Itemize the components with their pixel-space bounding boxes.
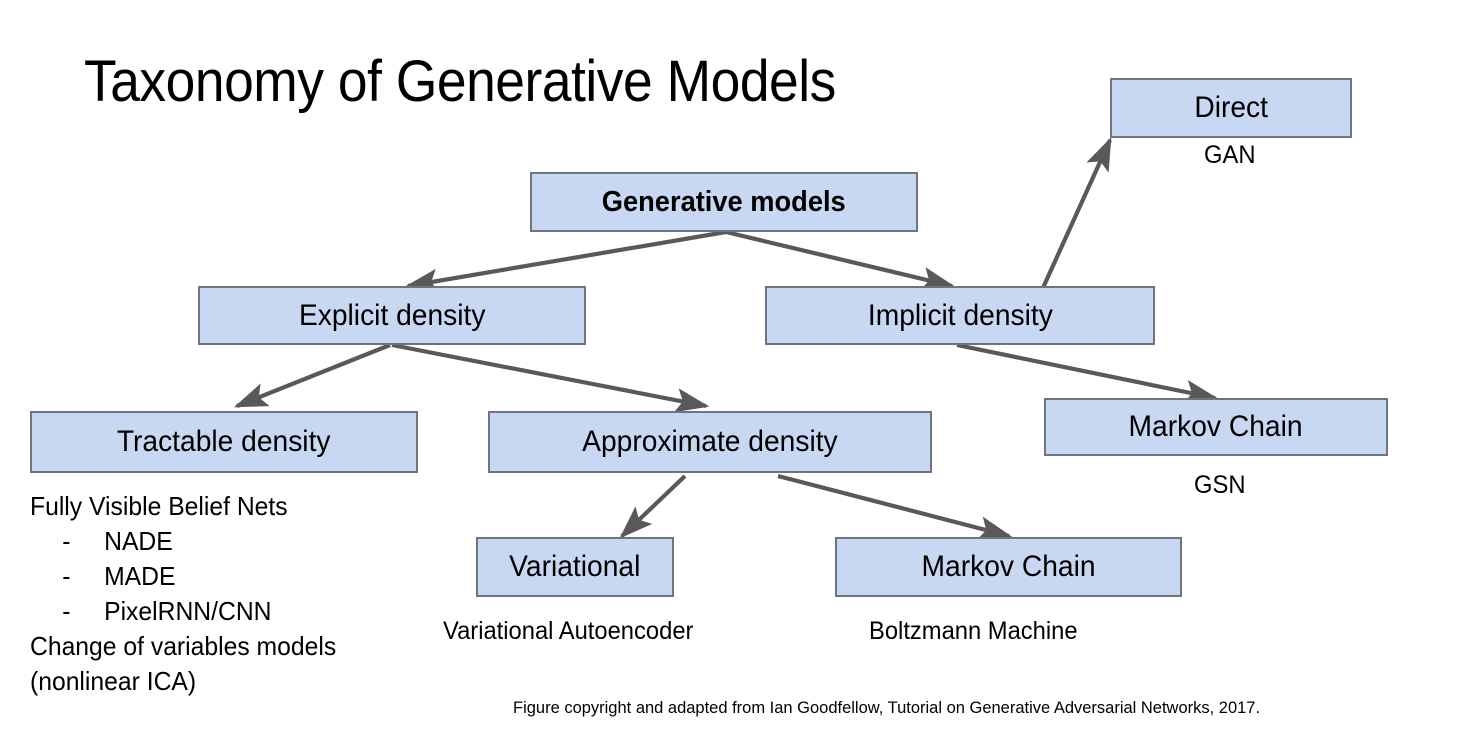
node-variational-label: Variational <box>509 550 641 583</box>
node-approximate-density-label: Approximate density <box>582 425 838 458</box>
node-explicit-density-label: Explicit density <box>298 298 486 332</box>
list-item: - NADE <box>30 524 336 559</box>
edge-implicit-to-markov <box>956 342 1219 404</box>
list-item-label: PixelRNN/CNN <box>104 596 272 626</box>
node-explicit-density[interactable]: Explicit density <box>198 286 586 345</box>
list-item-heading: Fully Visible Belief Nets <box>30 491 288 521</box>
node-implicit-density[interactable]: Implicit density <box>765 286 1155 345</box>
edge-implicit-to-direct <box>1040 136 1112 291</box>
caption-variational-autoencoder: Variational Autoencoder <box>443 617 694 645</box>
page-title: Taxonomy of Generative Models <box>84 49 836 114</box>
list-item-label: MADE <box>104 561 176 591</box>
bullet-marker: - <box>62 561 71 591</box>
list-item-label: NADE <box>104 526 173 556</box>
bullet-marker: - <box>62 596 71 626</box>
tractable-examples-list: Fully Visible Belief Nets - NADE - MADE - P… <box>30 489 336 699</box>
caption-gan: GAN <box>1204 141 1256 169</box>
node-markov-chain-implicit[interactable]: Markov Chain <box>1044 398 1388 456</box>
list-item: - PixelRNN/CNN <box>30 594 336 629</box>
node-markov-chain-approximate[interactable]: Markov Chain <box>835 537 1182 597</box>
node-markov-chain-implicit-label: Markov Chain <box>1129 410 1303 443</box>
node-tractable-density-label: Tractable density <box>117 425 331 458</box>
node-generative-models-label: Generative models <box>602 185 846 218</box>
list-item-nonlinear-ica: (nonlinear ICA) <box>30 666 197 696</box>
caption-gsn: GSN <box>1194 471 1246 499</box>
node-direct[interactable]: Direct <box>1110 78 1352 138</box>
node-implicit-density-label: Implicit density <box>867 298 1053 332</box>
node-markov-chain-approximate-label: Markov Chain <box>921 550 1096 583</box>
list-item-change-of-variables: Change of variables models <box>30 631 337 661</box>
list-item: - MADE <box>30 559 336 594</box>
node-generative-models[interactable]: Generative models <box>530 172 918 232</box>
edge-approximate-to-variational <box>619 474 687 539</box>
edge-root-to-implicit <box>725 229 956 291</box>
edge-explicit-to-tractable <box>233 343 391 408</box>
figure-credit: Figure copyright and adapted from Ian Go… <box>513 698 1261 717</box>
node-approximate-density[interactable]: Approximate density <box>488 411 932 473</box>
edge-approximate-to-markov <box>777 473 1013 541</box>
caption-boltzmann-machine: Boltzmann Machine <box>869 617 1078 645</box>
node-direct-label: Direct <box>1194 91 1268 124</box>
node-variational[interactable]: Variational <box>476 537 674 597</box>
edge-explicit-to-approximate <box>391 342 710 413</box>
edge-root-to-explicit <box>404 229 727 293</box>
bullet-marker: - <box>62 526 71 556</box>
node-tractable-density[interactable]: Tractable density <box>30 411 418 473</box>
